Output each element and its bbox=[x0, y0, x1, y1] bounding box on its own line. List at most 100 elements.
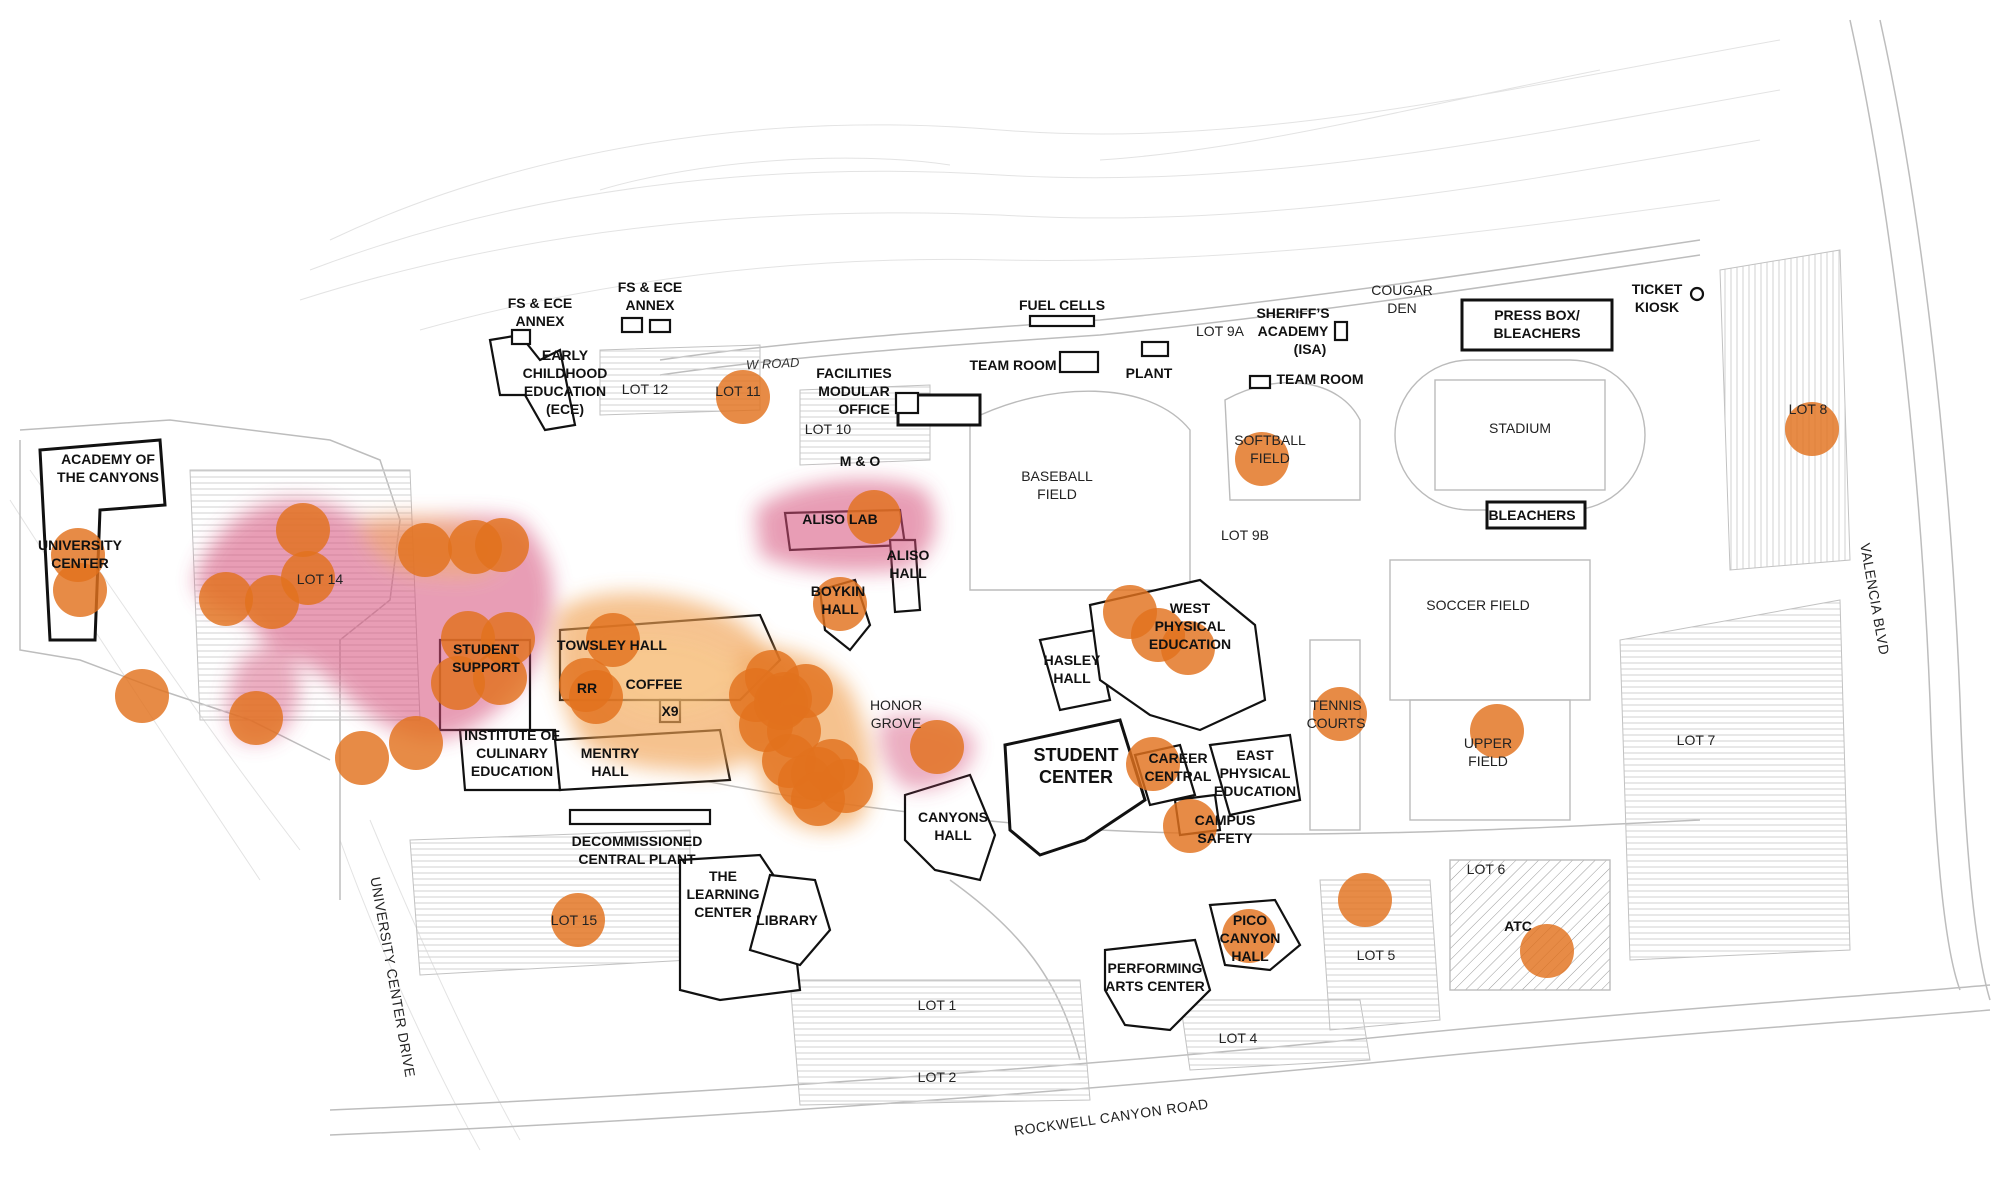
data-point bbox=[1235, 432, 1289, 486]
label-central-plant-1: DECOMMISSIONED bbox=[572, 833, 703, 849]
label-bleachers: BLEACHERS bbox=[1488, 507, 1575, 523]
label-university: UNIVERSITY bbox=[38, 537, 123, 553]
label-lot9b: LOT 9B bbox=[1221, 527, 1269, 543]
data-point bbox=[1126, 737, 1180, 791]
label-press-box-2: BLEACHERS bbox=[1493, 325, 1580, 341]
label-lot6: LOT 6 bbox=[1467, 861, 1506, 877]
soccer-field bbox=[1389, 559, 1591, 701]
data-point bbox=[1163, 799, 1217, 853]
canyons-hall-building bbox=[903, 773, 997, 882]
label-ece-3: EDUCATION bbox=[524, 383, 606, 399]
label-team-room: TEAM ROOM bbox=[969, 357, 1056, 373]
pac-building bbox=[1103, 938, 1212, 1032]
data-point bbox=[586, 613, 640, 667]
label-hasley-2: HALL bbox=[1053, 670, 1091, 686]
label-hasley-1: HASLEY bbox=[1044, 652, 1101, 668]
east-pe-building bbox=[1208, 733, 1302, 817]
data-point bbox=[431, 656, 485, 710]
label-upper-2: FIELD bbox=[1468, 753, 1508, 769]
label-lot5: LOT 5 bbox=[1357, 947, 1396, 963]
label-sheriff-3: (ISA) bbox=[1294, 341, 1327, 357]
label-west-pe-1: WEST bbox=[1170, 600, 1211, 616]
data-point bbox=[716, 370, 770, 424]
label-lot12: LOT 12 bbox=[622, 381, 669, 397]
data-point bbox=[559, 658, 613, 712]
label-student-support-2: SUPPORT bbox=[452, 659, 520, 675]
data-point bbox=[1520, 924, 1574, 978]
decommissioned-central-plant-building bbox=[568, 808, 712, 826]
label-fs-ece-1b: ANNEX bbox=[515, 313, 565, 329]
label-rr: RR bbox=[577, 680, 597, 696]
student-center-building bbox=[1003, 718, 1147, 857]
label-softball-1: SOFTBALL bbox=[1234, 432, 1306, 448]
label-rockwell-canyon-road: ROCKWELL CANYON ROAD bbox=[1013, 1095, 1210, 1138]
label-lot7: LOT 7 bbox=[1677, 732, 1716, 748]
label-atc: ATC bbox=[1504, 918, 1532, 934]
data-point bbox=[398, 523, 452, 577]
facilities-office-building bbox=[894, 391, 920, 415]
fuel-cells-building bbox=[1028, 314, 1096, 328]
data-point bbox=[199, 572, 253, 626]
label-lot4: LOT 4 bbox=[1219, 1030, 1258, 1046]
label-ece-1: EARLY bbox=[542, 347, 589, 363]
label-central-plant-2: CENTRAL PLANT bbox=[578, 851, 696, 867]
label-learning-1: THE bbox=[709, 868, 737, 884]
plant-building bbox=[1140, 340, 1170, 358]
data-point bbox=[1161, 621, 1215, 675]
fs-ece-annex-box-2 bbox=[620, 316, 644, 334]
data-point bbox=[389, 716, 443, 770]
label-east-pe-2: PHYSICAL bbox=[1220, 765, 1291, 781]
fs-ece-annex-box-3 bbox=[648, 318, 672, 334]
label-stadium: STADIUM bbox=[1489, 420, 1551, 436]
label-lot9a: LOT 9A bbox=[1196, 323, 1245, 339]
data-point bbox=[229, 691, 283, 745]
data-point bbox=[441, 611, 495, 665]
label-towsley: TOWSLEY HALL bbox=[557, 637, 667, 653]
sheriffs-academy-building bbox=[1333, 320, 1349, 342]
label-baseball-2: FIELD bbox=[1037, 486, 1077, 502]
data-point bbox=[1338, 873, 1392, 927]
label-lot1: LOT 1 bbox=[918, 997, 957, 1013]
label-w-road: W ROAD bbox=[746, 355, 800, 373]
label-boykin-2: HALL bbox=[821, 601, 859, 617]
data-point bbox=[779, 664, 833, 718]
label-coffee: COFFEE bbox=[626, 676, 683, 692]
labels: ACADEMY OF THE CANYONS UNIVERSITY CENTER… bbox=[38, 279, 1893, 1139]
label-baseball-1: BASEBALL bbox=[1021, 468, 1093, 484]
label-lot2: LOT 2 bbox=[918, 1069, 957, 1085]
label-academy-line1: ACADEMY OF bbox=[61, 451, 155, 467]
label-east-pe-3: EDUCATION bbox=[1214, 783, 1296, 799]
label-press-box-1: PRESS BOX/ bbox=[1494, 307, 1580, 323]
label-fuel-cells: FUEL CELLS bbox=[1019, 297, 1105, 313]
label-culinary-3: EDUCATION bbox=[471, 763, 553, 779]
label-pico-3: HALL bbox=[1231, 948, 1269, 964]
team-room-2-building bbox=[1248, 374, 1272, 390]
ticket-kiosk bbox=[1689, 286, 1705, 302]
label-lot8: LOT 8 bbox=[1789, 401, 1828, 417]
data-point bbox=[1785, 402, 1839, 456]
label-university-center: CENTER bbox=[51, 555, 109, 571]
label-fs-ece-2b: ANNEX bbox=[625, 297, 675, 313]
label-facilities-3: OFFICE bbox=[838, 401, 889, 417]
label-canyons-1: CANYONS bbox=[918, 809, 988, 825]
label-ticket-1: TICKET bbox=[1632, 281, 1683, 297]
label-library: LIBRARY bbox=[756, 912, 818, 928]
team-room-building bbox=[1058, 350, 1100, 374]
label-honor-1: HONOR bbox=[870, 697, 922, 713]
hillside-contours bbox=[9, 39, 1781, 1151]
label-academy-line2: THE CANYONS bbox=[57, 469, 159, 485]
data-point bbox=[475, 518, 529, 572]
upper-field bbox=[1409, 699, 1571, 821]
label-facilities-1: FACILITIES bbox=[816, 365, 891, 381]
label-lot11: LOT 11 bbox=[715, 383, 761, 399]
label-softball-2: FIELD bbox=[1250, 450, 1290, 466]
label-sheriff-2: ACADEMY bbox=[1258, 323, 1329, 339]
label-boykin-1: BOYKIN bbox=[811, 583, 865, 599]
data-point bbox=[1222, 909, 1276, 963]
label-student-support-1: STUDENT bbox=[453, 641, 520, 657]
label-career-1: CAREER bbox=[1148, 750, 1207, 766]
label-team-room-2: TEAM ROOM bbox=[1276, 371, 1363, 387]
label-culinary-2: CULINARY bbox=[476, 745, 548, 761]
label-career-2: CENTRAL bbox=[1145, 768, 1212, 784]
